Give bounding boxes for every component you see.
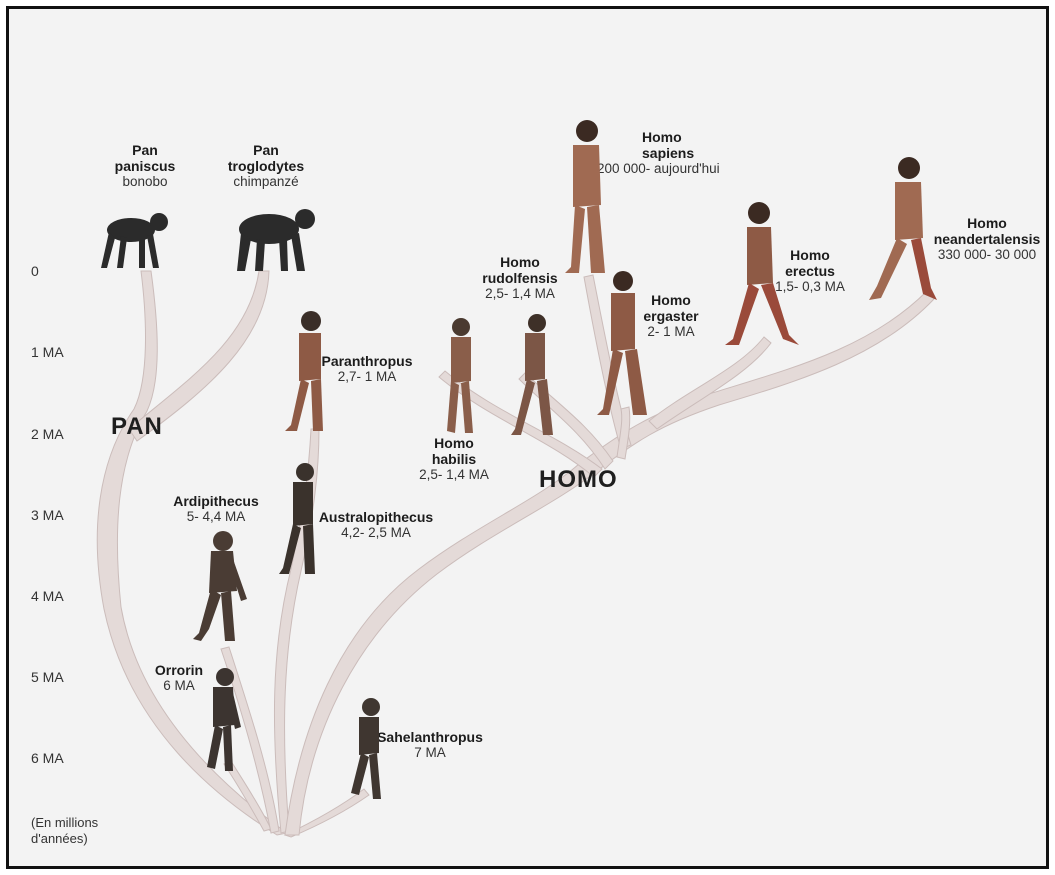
group-label-pan: PAN [111,413,163,441]
name: rudolfensis [475,270,565,286]
axis-tick-3ma: 3 MA [31,507,64,523]
homo-sapiens-figure-icon [561,117,609,277]
name: paniscus [109,158,181,174]
label-homo-sapiens: Homo sapiens 200 000- aujourd'hui [597,129,720,177]
sahelanthropus-figure-icon [347,697,387,803]
label-homo-neandertalensis: Homo neandertalensis 330 000- 30 000 [927,215,1047,263]
axis-unit-line1: (En millions [31,815,98,831]
australopithecus-figure-icon [277,462,321,578]
name: Australopithecus [311,509,441,525]
common-name: bonobo [109,174,181,190]
paranthropus-figure-icon [283,309,329,437]
group-label-homo: HOMO [539,466,618,494]
name: Pan [221,142,311,158]
chimpanzee-figure-icon [225,199,321,275]
name: Homo [475,254,565,270]
orrorin-figure-icon [199,667,243,775]
dates: 2,5- 1,4 MA [409,467,499,483]
dates: 2,7- 1 MA [317,369,417,385]
label-homo-habilis: Homo habilis 2,5- 1,4 MA [409,435,499,483]
axis-tick-5ma: 5 MA [31,669,64,685]
label-pan-paniscus: Pan paniscus bonobo [109,142,181,190]
dates: 2,5- 1,4 MA [475,286,565,302]
label-sahelanthropus: Sahelanthropus 7 MA [375,729,485,761]
homo-neandertalensis-figure-icon [865,154,945,304]
ardipithecus-figure-icon [191,529,247,649]
axis-unit-line2: d'années) [31,831,98,847]
axis-unit-label: (En millions d'années) [31,815,98,848]
axis-tick-0: 0 [31,263,39,279]
homo-erectus-figure-icon [719,199,803,349]
label-paranthropus: Paranthropus 2,7- 1 MA [317,353,417,385]
name: Homo [927,215,1047,231]
label-australopithecus: Australopithecus 4,2- 2,5 MA [311,509,441,541]
common-name: chimpanzé [221,174,311,190]
evolution-diagram: 0 1 MA 2 MA 3 MA 4 MA 5 MA 6 MA (En mill… [6,6,1049,869]
axis-tick-2ma: 2 MA [31,426,64,442]
name: Pan [109,142,181,158]
name: Homo [409,435,499,451]
dates: 7 MA [375,745,485,761]
axis-tick-4ma: 4 MA [31,588,64,604]
dates: 5- 4,4 MA [161,509,271,525]
dates: 4,2- 2,5 MA [311,525,441,541]
bonobo-figure-icon [93,202,173,272]
dates: 200 000- aujourd'hui [597,161,720,177]
homo-habilis-figure-icon [441,317,477,437]
name: habilis [409,451,499,467]
name: Paranthropus [317,353,417,369]
label-ardipithecus: Ardipithecus 5- 4,4 MA [161,493,271,525]
name: Homo [642,129,720,145]
dates: 330 000- 30 000 [927,247,1047,263]
name: sapiens [642,145,720,161]
label-pan-troglodytes: Pan troglodytes chimpanzé [221,142,311,190]
name: Ardipithecus [161,493,271,509]
axis-tick-6ma: 6 MA [31,750,64,766]
homo-ergaster-figure-icon [593,269,649,419]
name: neandertalensis [927,231,1047,247]
homo-rudolfensis-figure-icon [509,313,557,439]
name: Sahelanthropus [375,729,485,745]
label-homo-rudolfensis: Homo rudolfensis 2,5- 1,4 MA [475,254,565,302]
name: troglodytes [221,158,311,174]
axis-tick-1ma: 1 MA [31,344,64,360]
